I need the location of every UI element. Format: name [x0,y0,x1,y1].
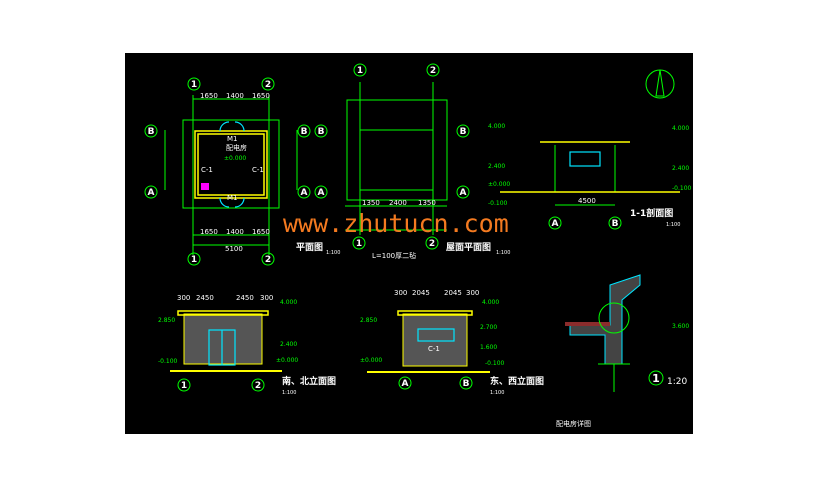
svg-text:1-1剖面图: 1-1剖面图 [630,207,673,219]
svg-text:B: B [612,219,619,229]
svg-text:B: B [318,127,325,137]
svg-text:1650: 1650 [200,228,218,236]
svg-text:C-1: C-1 [252,166,264,174]
svg-text:-0.100: -0.100 [672,185,692,192]
svg-text:3.600: 3.600 [672,323,689,330]
svg-text:1:100: 1:100 [666,222,680,228]
svg-text:C-1: C-1 [428,345,440,353]
svg-text:±0.000: ±0.000 [224,155,246,162]
watermark: www.zhutucn.com [283,209,509,238]
svg-text:1:100: 1:100 [326,250,340,256]
svg-text:2: 2 [265,80,271,90]
svg-text:2.850: 2.850 [360,317,377,324]
svg-text:-0.100: -0.100 [488,200,508,207]
svg-text:2.400: 2.400 [672,165,689,172]
svg-text:2: 2 [255,381,261,391]
elevation-north-south: 300 2450 2450 300 4.000 2.850 2.400 ±0.0… [158,294,336,396]
svg-text:5100: 5100 [225,245,243,253]
svg-text:平面图: 平面图 [296,242,323,253]
eave-detail: 3.600 1 1:20 [565,274,689,392]
svg-text:1: 1 [191,80,197,90]
svg-text:M1: M1 [227,135,238,143]
svg-text:A: A [318,188,325,198]
elevation-east-west: C-1 300 2045 2045 300 4.000 2.850 2.700 … [360,289,544,396]
svg-text:4500: 4500 [578,197,596,205]
svg-text:4.000: 4.000 [482,299,499,306]
svg-text:-0.100: -0.100 [158,358,178,365]
svg-text:2045: 2045 [412,289,430,297]
svg-text:L=100厚二毡: L=100厚二毡 [372,251,416,260]
svg-text:1: 1 [356,239,362,249]
svg-text:A: A [402,379,409,389]
svg-text:1:20: 1:20 [667,377,687,387]
svg-text:300: 300 [260,294,273,302]
svg-text:1: 1 [357,66,363,76]
svg-text:东、西立面图: 东、西立面图 [490,375,544,387]
svg-text:B: B [301,127,308,137]
svg-text:屋面平面图: 屋面平面图 [446,242,491,253]
svg-text:2045: 2045 [444,289,462,297]
svg-text:2450: 2450 [196,294,214,302]
svg-text:1650: 1650 [252,92,270,100]
svg-text:南、北立面图: 南、北立面图 [282,375,336,387]
svg-text:B: B [148,127,155,137]
axis-markers: 1 2 1 2 B A B A 1 2 1 2 B A B A A B 1 2 … [144,63,622,392]
floor-plan: 1650 1400 1650 1650 1400 1650 5100 M1 M1… [164,92,340,256]
svg-text:B: B [463,379,470,389]
svg-text:配电房: 配电房 [226,143,247,152]
footer-note: 配电房详图 [556,419,591,428]
svg-text:1:100: 1:100 [496,250,510,256]
svg-text:B: B [460,127,467,137]
svg-text:300: 300 [394,289,407,297]
svg-text:2450: 2450 [236,294,254,302]
svg-text:1350: 1350 [362,199,380,207]
svg-text:4.000: 4.000 [280,299,297,306]
svg-text:300: 300 [466,289,479,297]
svg-text:1.600: 1.600 [480,344,497,351]
svg-text:M1: M1 [227,194,238,202]
svg-text:2.700: 2.700 [480,324,497,331]
svg-text:4.000: 4.000 [672,125,689,132]
svg-text:1650: 1650 [200,92,218,100]
svg-text:2.400: 2.400 [280,341,297,348]
svg-text:±0.000: ±0.000 [360,357,382,364]
svg-text:A: A [552,219,559,229]
svg-text:-0.100: -0.100 [485,360,505,367]
svg-text:±0.000: ±0.000 [488,181,510,188]
svg-text:4.000: 4.000 [488,123,505,130]
svg-text:2400: 2400 [389,199,407,207]
svg-text:C-1: C-1 [201,166,213,174]
svg-text:2: 2 [429,239,435,249]
svg-text:2.850: 2.850 [158,317,175,324]
svg-text:A: A [148,188,155,198]
svg-text:1: 1 [191,255,197,265]
svg-text:±0.000: ±0.000 [276,357,298,364]
roof-plan: 1350 2400 1350 L=100厚二毡 屋面平面图 1:100 [345,82,510,260]
svg-text:1400: 1400 [226,92,244,100]
svg-text:1:100: 1:100 [282,390,296,396]
svg-text:1: 1 [181,381,187,391]
svg-text:2.400: 2.400 [488,163,505,170]
svg-text:1350: 1350 [418,199,436,207]
section-1-1: 4500 4.000 2.400 ±0.000 -0.100 4.000 2.4… [488,69,692,228]
svg-text:2: 2 [265,255,271,265]
svg-text:300: 300 [177,294,190,302]
svg-text:1:100: 1:100 [490,390,504,396]
svg-text:A: A [460,188,467,198]
drawing-canvas [125,53,693,434]
svg-text:2: 2 [430,66,436,76]
svg-text:1400: 1400 [226,228,244,236]
svg-text:1: 1 [652,372,660,385]
svg-text:A: A [301,188,308,198]
svg-text:1650: 1650 [252,228,270,236]
